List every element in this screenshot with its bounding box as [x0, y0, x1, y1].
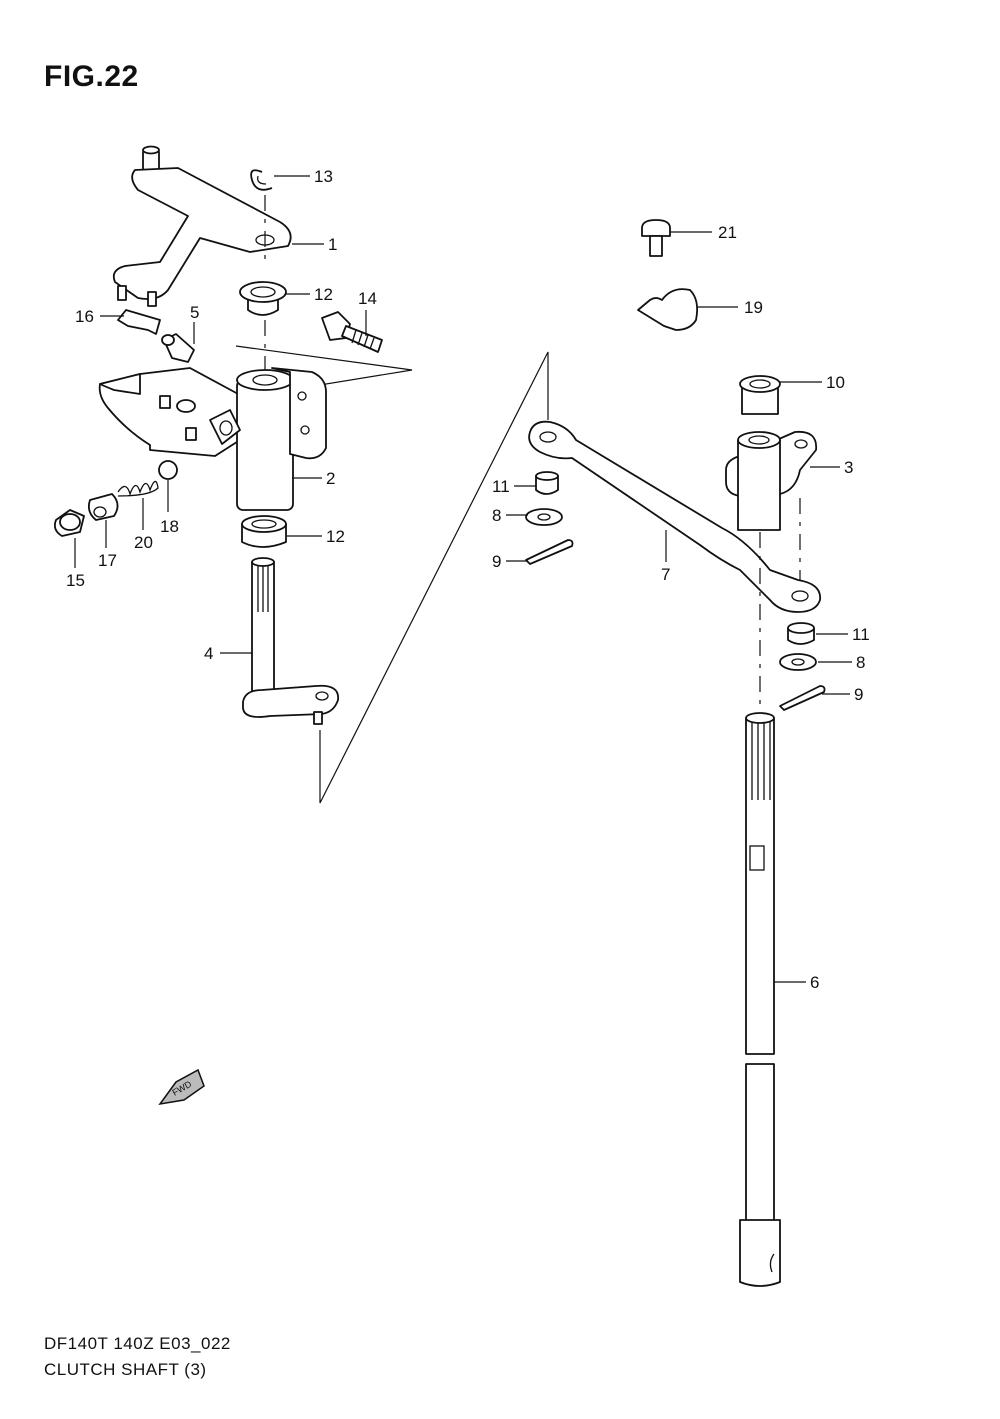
- part-14-bolt: [321, 311, 383, 353]
- part-3-lever: [725, 430, 818, 531]
- part-10-plug: [739, 375, 781, 415]
- part-12-upper-bushing: [239, 281, 287, 316]
- callout-6: 6: [810, 973, 819, 992]
- part-7-link-rod: [528, 420, 821, 613]
- part-9-left-cotter-pin: [525, 539, 574, 565]
- callout-14: 14: [358, 289, 377, 308]
- callout-13: 13: [314, 167, 333, 186]
- part-19-clamp: [637, 288, 699, 331]
- callout-20: 20: [134, 533, 153, 552]
- callout-7: 7: [661, 565, 670, 584]
- part-12-lower-bushing: [241, 515, 287, 548]
- fwd-arrow-icon: FWD: [158, 1068, 205, 1106]
- part-16-clip: [117, 309, 161, 335]
- part-11-right-bushing: [787, 622, 815, 645]
- callout-1: 1: [328, 235, 337, 254]
- part-11-left-bushing: [535, 471, 559, 495]
- callout-12-lower: 12: [326, 527, 345, 546]
- part-13-e-ring: [250, 169, 273, 191]
- part-21-bolt: [641, 219, 671, 257]
- part-6-shift-rod: [739, 712, 781, 1287]
- callout-11-right: 11: [852, 625, 870, 644]
- callout-12-upper: 12: [314, 285, 333, 304]
- part-8-left-washer: [525, 508, 563, 526]
- callout-5: 5: [190, 303, 199, 322]
- callout-11-left: 11: [492, 477, 510, 496]
- callout-15: 15: [66, 571, 85, 590]
- footer-section-name: CLUTCH SHAFT (3): [44, 1360, 207, 1379]
- callout-2: 2: [326, 469, 335, 488]
- callout-3: 3: [844, 458, 853, 477]
- part-9-right-cotter-pin: [779, 685, 826, 711]
- callout-8-right: 8: [856, 653, 865, 672]
- callout-21: 21: [718, 223, 737, 242]
- callout-16: 16: [75, 307, 94, 326]
- callout-19: 19: [744, 298, 763, 317]
- callout-18: 18: [160, 517, 179, 536]
- callout-17: 17: [98, 551, 117, 570]
- part-4-clutch-shaft: [242, 557, 339, 725]
- callout-10: 10: [826, 373, 845, 392]
- part-15-plug: [53, 509, 85, 537]
- part-20-spring: [117, 480, 159, 497]
- callout-9-right: 9: [854, 685, 863, 704]
- part-5-grease-nipple: [161, 333, 195, 363]
- callout-9-left: 9: [492, 552, 501, 571]
- part-18-ball: [158, 460, 178, 480]
- part-17-spring-seat: [87, 493, 119, 521]
- part-8-right-washer: [779, 653, 817, 671]
- callout-8-left: 8: [492, 506, 501, 525]
- part-1-clutch-lever: [112, 145, 292, 307]
- callouts: 13 1 12 14 16 5 2 15 17 20 18 12 4 21 19…: [66, 167, 870, 992]
- callout-4: 4: [204, 644, 213, 663]
- part-2-shift-bracket: [98, 367, 327, 511]
- footer-model-code: DF140T 140Z E03_022: [44, 1334, 231, 1353]
- figure-title: FIG.22: [44, 60, 139, 93]
